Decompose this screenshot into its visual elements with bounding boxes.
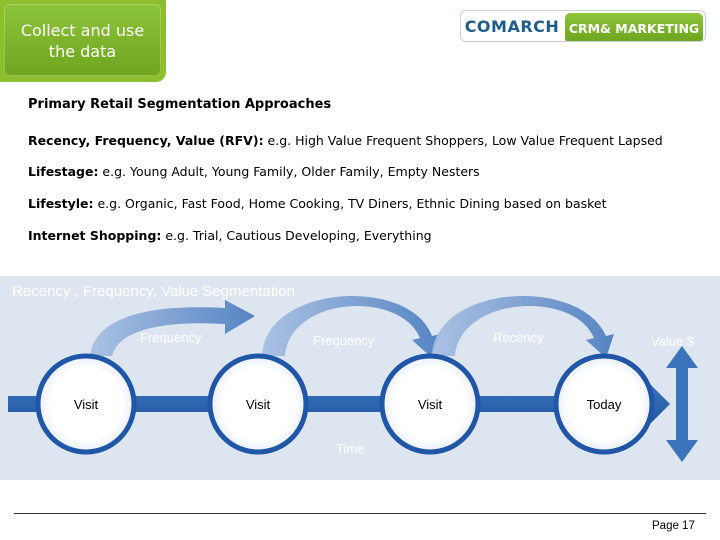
- arrow-label-recency: Recency: [493, 330, 544, 345]
- value-arrow: [666, 346, 698, 462]
- approach-label: Lifestyle:: [28, 196, 94, 211]
- approach-text: e.g. Trial, Cautious Developing, Everyth…: [161, 228, 432, 243]
- node-label-visit-2: Visit: [245, 397, 271, 412]
- value-label: Value $: [651, 334, 695, 349]
- node-label-visit-1: Visit: [73, 397, 99, 412]
- approach-rfv: Recency, Frequency, Value (RFV): e.g. Hi…: [28, 133, 663, 148]
- diagram-title: Recency , Frequency, Value Segmentation: [12, 283, 295, 300]
- approach-text: e.g. Organic, Fast Food, Home Cooking, T…: [93, 196, 607, 211]
- arrow-frequency-1: [90, 300, 255, 356]
- arrow-label-frequency-1: Frequency: [140, 330, 202, 345]
- time-label: Time: [336, 441, 365, 456]
- today-circle: [553, 353, 655, 455]
- node-label-visit-3: Visit: [417, 397, 443, 412]
- rfv-diagram: [8, 295, 698, 462]
- approach-lifestyle: Lifestyle: e.g. Organic, Fast Food, Home…: [28, 196, 607, 211]
- approach-text: e.g. Young Adult, Young Family, Older Fa…: [98, 164, 480, 179]
- visit-circle-1: [35, 353, 137, 455]
- approach-internet: Internet Shopping: e.g. Trial, Cautious …: [28, 228, 432, 243]
- slide-title: Collect and use the data: [20, 21, 145, 61]
- title-box: Collect and use the data: [0, 0, 166, 82]
- arrow-label-frequency-2: Frequency: [313, 333, 375, 348]
- node-label-today: Today: [586, 397, 622, 412]
- arrow-frequency-2: [262, 295, 440, 358]
- approach-label: Lifestage:: [28, 164, 99, 179]
- time-arrow: [8, 384, 670, 424]
- approach-label: Internet Shopping:: [28, 228, 162, 243]
- visit-circle-3: [379, 353, 481, 455]
- visit-circles: [35, 353, 655, 455]
- logo-tagline: CRM& MARKETING: [565, 13, 703, 41]
- footer-divider: [14, 513, 706, 514]
- curved-arrows: [90, 295, 614, 358]
- approach-label: Recency, Frequency, Value (RFV):: [28, 133, 264, 148]
- approach-lifestage: Lifestage: e.g. Young Adult, Young Famil…: [28, 164, 480, 179]
- title-box-inner: Collect and use the data: [4, 4, 161, 76]
- approach-text: e.g. High Value Frequent Shoppers, Low V…: [263, 133, 663, 148]
- visit-circle-2: [207, 353, 309, 455]
- logo-brand: COMARCH: [461, 11, 563, 41]
- section-heading: Primary Retail Segmentation Approaches: [28, 97, 332, 112]
- comarch-logo: COMARCH CRM& MARKETING: [460, 10, 706, 42]
- rfv-diagram-panel: Frequency Frequency Recency Value $ Visi…: [0, 276, 720, 480]
- arrow-recency: [432, 295, 614, 358]
- page-number: Page 17: [652, 520, 695, 532]
